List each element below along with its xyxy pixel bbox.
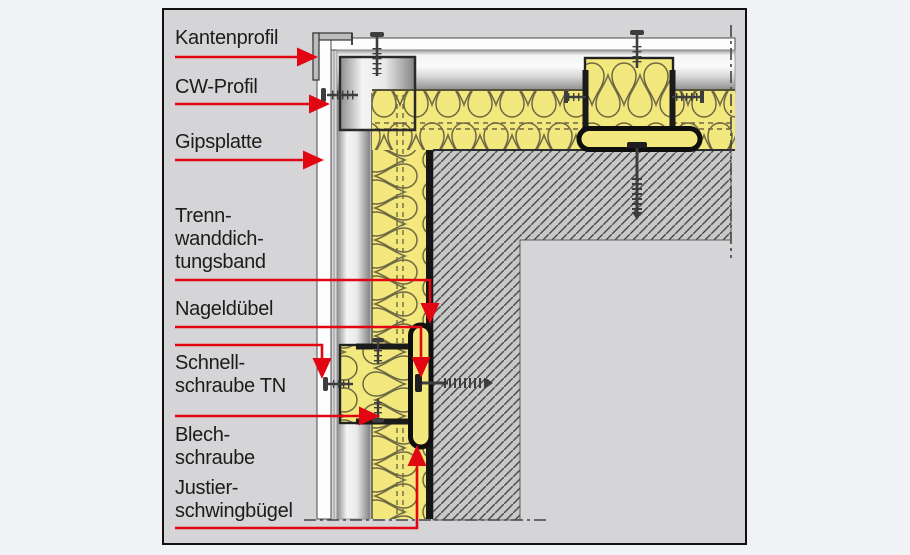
top-wall-stud-assembly — [576, 56, 703, 152]
screw-corner-top — [370, 32, 384, 76]
label-cw-profil: CW-Profil — [175, 76, 258, 98]
label-trennwanddichtungsband: Trenn- wanddich- tungsband — [175, 205, 266, 273]
arrow-cw-profil — [175, 94, 330, 114]
nageduebel-anchor-left — [415, 374, 493, 392]
schnellschraube-tn-screw — [323, 377, 353, 391]
arrow-kantenprofil — [175, 47, 318, 67]
nageduebel-anchor-top — [627, 142, 647, 220]
arrow-nageduebel — [175, 325, 431, 378]
section-break-lines — [304, 25, 732, 521]
arrow-blechschraube — [175, 406, 380, 426]
construction-detail-drawing — [175, 25, 736, 530]
schraube-left-stud-top — [372, 338, 384, 364]
blechschraube-top-left — [564, 91, 586, 103]
pointer-arrows — [175, 47, 440, 530]
cw-profil-web-vertical — [336, 56, 371, 520]
label-nageduebel: Nageldübel — [175, 298, 274, 320]
arrow-trennwanddichtungsband — [175, 278, 440, 324]
arrow-justierschwingbuegel — [175, 445, 427, 530]
label-schnellschraube-tn: Schnell- schraube TN — [175, 352, 286, 397]
concrete-wall — [432, 149, 732, 521]
arrow-gipsplatte — [175, 150, 324, 170]
label-justierschwingbuegel: Justier- schwingbügel — [175, 477, 293, 522]
justierschwingbuegel-bracket-top — [576, 126, 703, 152]
gipsplatte-board-horizontal — [330, 37, 736, 51]
screw-top-stud-vertical — [630, 30, 644, 68]
label-gipsplatte: Gipsplatte — [175, 131, 263, 153]
blechschraube-top-right — [672, 91, 704, 103]
detail-drawing-panel: Kantenprofil CW-Profil Gipsplatte Trenn-… — [162, 8, 747, 545]
arrow-schnellschraube-tn — [175, 343, 332, 379]
screws — [321, 30, 704, 423]
screw-corner-left — [321, 88, 358, 102]
label-blechschraube: Blech- schraube — [175, 424, 255, 469]
label-kantenprofil: Kantenprofil — [175, 27, 279, 49]
